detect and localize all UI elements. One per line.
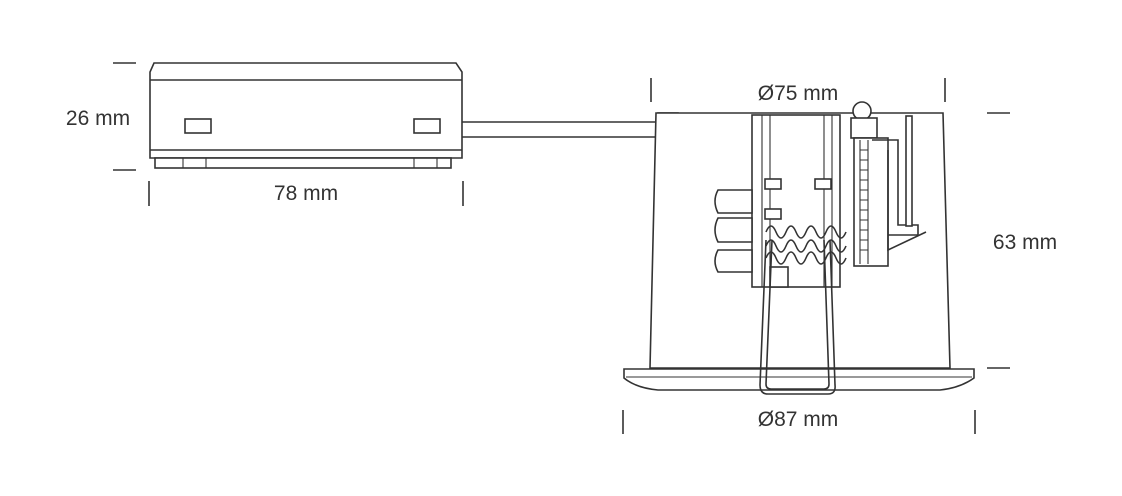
body-diameter-label: Ø75 mm xyxy=(758,82,839,105)
fixture-height-label: 63 mm xyxy=(993,231,1057,254)
driver-height-label: 26 mm xyxy=(66,107,130,130)
driver-width-label: 78 mm xyxy=(274,182,338,205)
flange-diameter-label: Ø87 mm xyxy=(758,408,839,431)
torsion-spring xyxy=(765,225,847,265)
internal-mechanism xyxy=(714,101,927,395)
driver-box xyxy=(149,62,463,169)
terminal-block xyxy=(850,101,927,267)
dimension-ticks xyxy=(113,62,1010,434)
spring-clip xyxy=(759,239,836,395)
